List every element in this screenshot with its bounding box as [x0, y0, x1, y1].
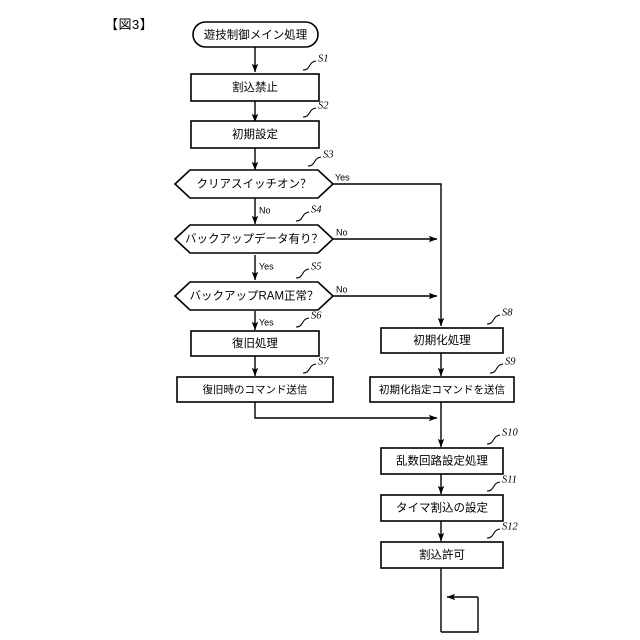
node-s1-shape: [190, 73, 320, 102]
node-s5-label: バックアップRAM正常？: [189, 290, 318, 303]
node-s9-label: 初期化指定コマンドを送信: [379, 383, 505, 396]
step-number-s6: S6: [311, 310, 322, 321]
node-s11-label: タイマ割込の設定: [396, 501, 488, 515]
step-number-s9: S9: [505, 356, 516, 367]
node-s10-label: 乱数回路設定処理: [396, 454, 488, 468]
node-s6-shape: [190, 330, 320, 357]
node-s12-shape: [380, 541, 504, 569]
node-start[interactable]: 遊技制御メイン処理: [192, 21, 319, 48]
leader-s10: [486, 434, 501, 445]
leader-s1: [302, 60, 317, 71]
leader-s9: [489, 363, 504, 374]
leader-s7: [302, 363, 317, 374]
node-s4-label: バックアップデータ有り？: [185, 232, 323, 246]
edge-label-s5-yes: Yes: [259, 317, 274, 327]
step-number-s12: S12: [502, 521, 519, 532]
node-s8-label: 初期化処理: [413, 333, 471, 347]
loop-back-path: [441, 597, 479, 633]
step-number-s8: S8: [502, 307, 513, 318]
node-s3[interactable]: クリアスイッチオン？: [173, 169, 335, 199]
node-s4[interactable]: バックアップデータ有り？: [173, 224, 335, 254]
node-s1-label: 割込禁止: [232, 80, 278, 94]
node-s2-shape: [190, 120, 320, 149]
node-s9-shape: [369, 376, 515, 403]
node-s10-shape: [380, 447, 504, 475]
step-number-s3: S3: [323, 149, 334, 160]
node-s2-label: 初期設定: [232, 127, 278, 141]
node-s6[interactable]: 復旧処理: [190, 330, 320, 357]
node-s7-shape: [176, 376, 334, 403]
connector-s7-to-trunk: [254, 401, 438, 422]
node-s4-shape: [173, 224, 335, 254]
connector-s3-yes-to-s8: [333, 183, 445, 327]
step-number-s11: S11: [502, 474, 517, 485]
node-s12[interactable]: 割込許可: [380, 541, 504, 569]
node-s5[interactable]: バックアップRAM正常？: [173, 281, 335, 311]
node-s8-shape: [380, 327, 504, 354]
node-s3-shape: [173, 169, 335, 199]
edge-label-s5-no: No: [336, 284, 348, 294]
edge-label-s4-yes: Yes: [259, 261, 274, 271]
node-s12-label: 割込許可: [419, 548, 465, 562]
figure-number-label: 【図3】: [105, 17, 154, 32]
edge-label-s3-yes: Yes: [335, 172, 350, 182]
step-number-s10: S10: [502, 427, 519, 438]
node-s11[interactable]: タイマ割込の設定: [380, 494, 504, 522]
node-start-label: 遊技制御メイン処理: [204, 28, 308, 42]
node-s2[interactable]: 初期設定: [190, 120, 320, 149]
node-s1[interactable]: 割込禁止: [190, 73, 320, 102]
leader-s6: [295, 317, 310, 328]
node-s8[interactable]: 初期化処理: [380, 327, 504, 354]
node-start-shape: [192, 21, 319, 48]
node-s7-label: 復旧時のコマンド送信: [203, 383, 308, 396]
leader-s4: [295, 211, 310, 222]
node-s7[interactable]: 復旧時のコマンド送信: [176, 376, 334, 403]
step-number-s5: S5: [311, 261, 322, 272]
step-number-s1: S1: [318, 53, 329, 64]
leader-s11: [486, 481, 501, 492]
leader-s2: [302, 107, 317, 118]
step-number-s4: S4: [311, 204, 322, 215]
leader-s5: [295, 268, 310, 279]
node-s11-shape: [380, 494, 504, 522]
node-s9[interactable]: 初期化指定コマンドを送信: [369, 376, 515, 403]
node-s6-label: 復旧処理: [232, 336, 278, 350]
leader-s3: [307, 156, 322, 167]
step-number-s7: S7: [318, 356, 329, 367]
edge-label-s4-no: No: [336, 227, 348, 237]
leader-s8: [486, 314, 501, 325]
node-s10[interactable]: 乱数回路設定処理: [380, 447, 504, 475]
node-s5-shape: [173, 281, 335, 311]
node-s3-label: クリアスイッチオン？: [197, 178, 312, 191]
step-number-s2: S2: [318, 100, 329, 111]
leader-s12: [486, 528, 501, 539]
edge-label-s3-no: No: [259, 205, 271, 215]
